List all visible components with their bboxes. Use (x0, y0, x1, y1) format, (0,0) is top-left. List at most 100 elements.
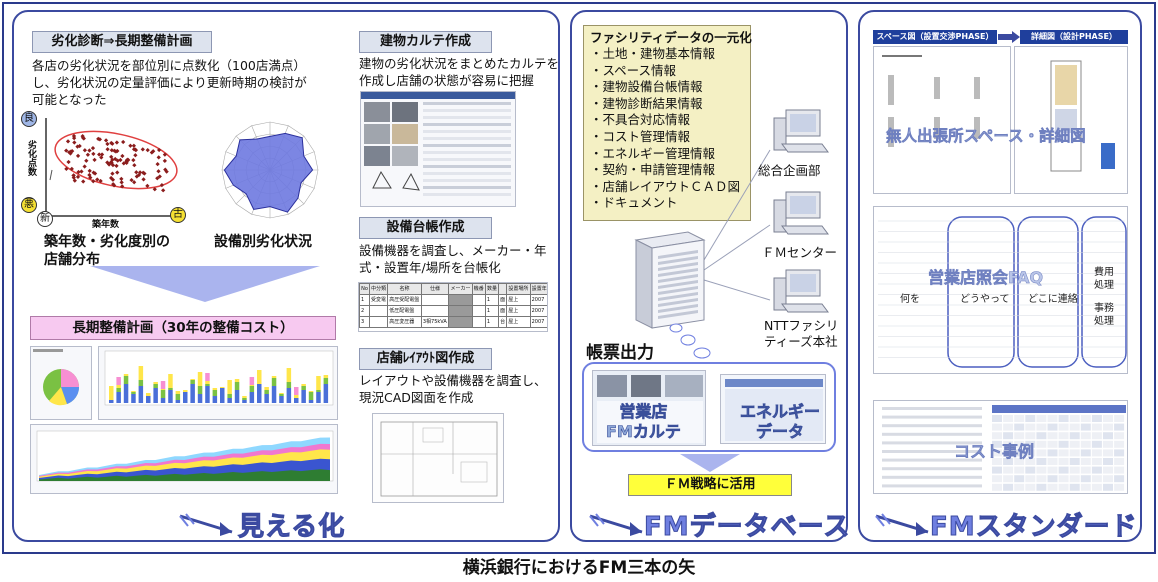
cost-cell (1058, 466, 1069, 474)
cost-cell (1003, 423, 1014, 431)
space-drawing-thumbnail (873, 46, 1011, 194)
ledger-cell: 面 (498, 305, 508, 317)
cost-cell (1114, 415, 1125, 422)
plan-bar-segment (205, 384, 210, 386)
scatter-point (155, 176, 160, 181)
cost-cell (1091, 483, 1102, 491)
cost-cell (1103, 458, 1113, 465)
karte-document-icon (361, 92, 515, 196)
plan-bar-segment (109, 400, 114, 403)
ledger-cell: 2 (359, 305, 370, 317)
network-lines (703, 149, 771, 301)
cost-cell (1091, 449, 1102, 457)
data-item: ・スペース情報 (590, 62, 677, 78)
ledger-header-cell (498, 283, 508, 295)
plan-bar-segment (160, 381, 166, 389)
plan-bar-segment (153, 382, 158, 384)
scatter-point (140, 147, 145, 152)
plan-bar-segment (123, 384, 129, 403)
scatter-point (91, 151, 96, 156)
plan-bar-segment (116, 392, 121, 403)
scatter-point (156, 155, 161, 160)
cost-cell (1014, 415, 1025, 422)
scatter-point (69, 166, 74, 171)
visualization-footer: 見える化 (237, 512, 346, 543)
ledger-cell: 2007 (529, 316, 547, 328)
cost-cell (1025, 458, 1036, 465)
cost-cell (1103, 440, 1113, 448)
cost-cell (1114, 458, 1125, 465)
karte-line (423, 193, 511, 196)
cost-cell (1058, 449, 1069, 457)
plan-bar-segment (168, 388, 173, 390)
plan-bar-segment (308, 392, 314, 400)
ledger-header-cell: 設置場所 (506, 283, 531, 295)
cost-cell (1036, 475, 1047, 483)
cost-cell (1114, 423, 1125, 431)
plan-bar-segment (131, 391, 136, 392)
scatter-point (105, 147, 110, 152)
scatter-point (163, 167, 168, 172)
cost-cell (992, 466, 1002, 474)
cost-cell (1036, 483, 1047, 491)
karte-text-line-2: 作成し店舗の状態が容易に把握 (359, 73, 535, 88)
ledger-cell (448, 316, 473, 328)
ledger-cell: 面 (498, 294, 508, 306)
server-slot (658, 274, 698, 283)
scatter-point (141, 177, 146, 182)
faq-cost-label-line-1: 費用 (1094, 267, 1114, 278)
cost-cell (992, 432, 1002, 440)
ledger-cell: 受変電 (368, 294, 389, 306)
plan-bar-segment (205, 386, 210, 403)
server-slot (658, 262, 698, 271)
output-energy-label-line-2: データ (756, 422, 805, 442)
scatter-point (133, 148, 139, 153)
cost-cell (1091, 440, 1102, 448)
plan-bar-segment (138, 386, 144, 403)
plan-bar-segment (131, 392, 136, 394)
scatter-point (159, 183, 165, 188)
cost-cell (1047, 432, 1058, 440)
client-label-fm-center: ＦＭセンター (762, 245, 838, 260)
cost-cell (1047, 449, 1058, 457)
plan-bar-segment (264, 394, 269, 403)
cost-cell (992, 423, 1002, 431)
cost-cell (1103, 432, 1113, 440)
scatter-point (110, 177, 116, 182)
data-item: ・建物設備台帳情報 (590, 79, 703, 95)
output-karte-label-line-2: FMカルテ (606, 422, 681, 442)
scatter-caption-line-2: 店舗分布 (44, 252, 100, 268)
cost-cell (1036, 449, 1047, 457)
scatter-thumbnail (45, 118, 178, 217)
cost-cell (1103, 475, 1113, 483)
ledger-cell (471, 316, 486, 328)
server-slot (658, 268, 698, 277)
scatter-point (131, 158, 136, 163)
plan-bar-segment (294, 395, 299, 398)
cost-cell (1091, 423, 1102, 431)
ledger-cell (448, 294, 473, 306)
plan-bar-segment (220, 388, 225, 403)
plan-bar-segment (301, 386, 306, 390)
plan-bar-segment (301, 384, 306, 386)
scatter-point (99, 152, 105, 157)
computer-icon-ntt (773, 269, 829, 313)
plan-bar-segment (168, 374, 173, 388)
data-item: ・契約・申請管理情報 (590, 162, 716, 178)
cost-cell (1069, 483, 1080, 491)
scatter-caption-line-1: 築年数・劣化度別の (44, 234, 170, 250)
long-term-plan-header: 長期整備計画（30年の整備コスト） (30, 316, 336, 340)
output-karte-thumbnail (592, 370, 706, 446)
badge-new: 新 (37, 211, 53, 227)
plan-bar-thumbnail (98, 346, 338, 420)
karte-line (423, 158, 511, 161)
ledger-cell: 屋上 (506, 305, 531, 317)
cost-cell (1025, 432, 1036, 440)
scatter-point (98, 178, 103, 184)
cost-cell (1025, 475, 1036, 483)
server-slot (658, 310, 698, 319)
scatter-point (95, 177, 100, 182)
plan-bar-segment (183, 390, 188, 392)
cost-overlay-label: コスト事例 (954, 442, 1035, 462)
